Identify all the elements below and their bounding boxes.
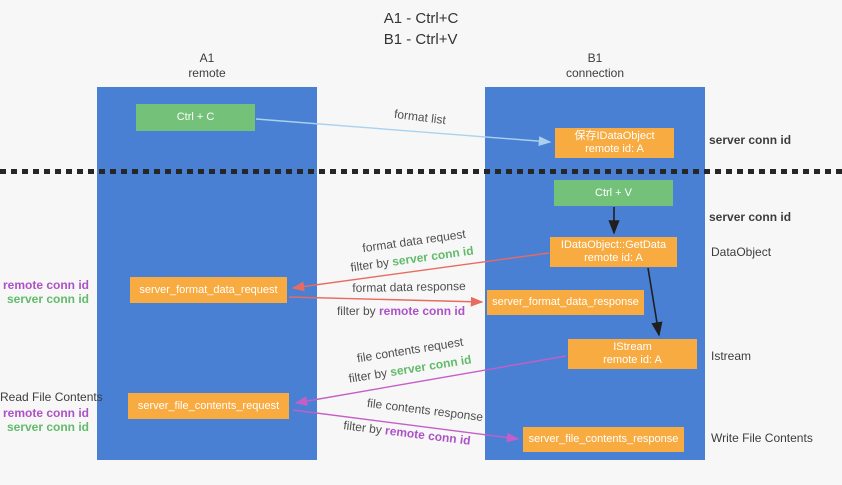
left-label-read-file-contents: Read File Contents (0, 390, 103, 404)
column-header-a1: A1 remote (97, 51, 317, 81)
node-idataobject-getdata-line2: remote id: A (584, 252, 643, 264)
right-label-write-file-contents: Write File Contents (711, 431, 813, 445)
right-label-server-conn-id-2: server conn id (709, 210, 792, 224)
left-label-server-conn-id-1: server conn id (6, 292, 89, 306)
node-server-file-contents-request: server_file_contents_request (128, 393, 289, 419)
title-line-1: A1 - Ctrl+C (383, 10, 459, 27)
dotted-divider (0, 169, 842, 174)
node-server-file-contents-response-label: server_file_contents_response (528, 433, 679, 445)
left-label-remote-conn-id-1: remote conn id (2, 278, 89, 292)
right-label-server-conn-id-1: server conn id (709, 133, 792, 147)
node-ctrl-c: Ctrl + C (136, 104, 255, 131)
column-b1-subtitle: connection (565, 66, 625, 80)
node-istream-line2: remote id: A (603, 354, 662, 366)
node-istream: IStream remote id: A (568, 339, 697, 369)
column-header-b1: B1 connection (485, 51, 705, 81)
column-a1-name: A1 (199, 51, 215, 65)
node-save-dataobject: 保存IDataObject remote id: A (555, 128, 674, 158)
node-save-dataobject-line1: 保存IDataObject (574, 130, 655, 142)
node-save-dataobject-line2: remote id: A (585, 143, 644, 155)
node-server-file-contents-request-label: server_file_contents_request (137, 399, 280, 412)
left-conn-id-pair-2: remote conn id server conn id (0, 406, 89, 434)
node-idataobject-getdata-line1: IDataObject::GetData (560, 239, 667, 251)
column-b1-name: B1 (587, 51, 603, 65)
page-title: A1 - Ctrl+C B1 - Ctrl+V (0, 8, 842, 50)
node-idataobject-getdata: IDataObject::GetData remote id: A (550, 237, 677, 267)
arrow-format-data-response (288, 296, 484, 307)
edge-label-format-data-response: format data response (352, 279, 466, 295)
title-line-2: B1 - Ctrl+V (383, 31, 458, 48)
node-istream-line1: IStream (613, 341, 652, 353)
left-label-server-conn-id-2: server conn id (6, 420, 89, 434)
edge-label-file-contents-response: file contents response (366, 395, 484, 425)
node-ctrl-v: Ctrl + V (554, 180, 673, 206)
right-label-istream: Istream (711, 349, 752, 363)
node-server-format-data-response: server_format_data_response (487, 290, 644, 315)
node-server-file-contents-response: server_file_contents_response (523, 427, 684, 452)
node-server-format-data-response-label: server_format_data_response (492, 296, 639, 308)
node-server-format-data-request: server_format_data_request (130, 277, 287, 303)
edge-label-format-list: format list (393, 106, 447, 128)
node-ctrl-v-label: Ctrl + V (595, 186, 632, 199)
left-label-remote-conn-id-2: remote conn id (2, 406, 89, 420)
node-ctrl-c-label: Ctrl + C (176, 111, 215, 123)
node-server-format-data-request-label: server_format_data_request (139, 283, 278, 296)
right-label-dataobject: DataObject (711, 245, 772, 259)
left-conn-id-pair-1: remote conn id server conn id (0, 278, 89, 306)
edge-label-filter-by-remote-conn-id-2: filter by remote conn id (342, 418, 472, 448)
column-a1-subtitle: remote (188, 66, 226, 80)
edge-label-filter-by-remote-conn-id-1: filter by remote conn id (336, 304, 466, 318)
